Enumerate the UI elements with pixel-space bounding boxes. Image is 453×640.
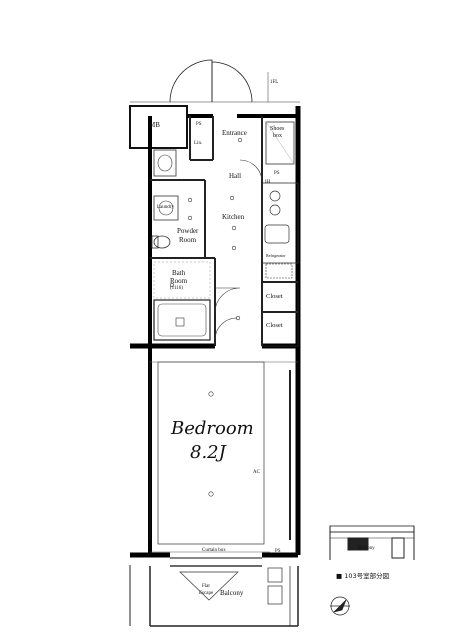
interior-doors xyxy=(204,159,263,341)
bath-wash-area xyxy=(153,261,211,299)
hall-label: Hall xyxy=(229,172,242,180)
bath-room-label-1: Bath xyxy=(172,269,186,277)
shoes-box xyxy=(265,121,295,165)
ps-hall-label: PS xyxy=(274,171,280,176)
flat-escape-label-2: Escape xyxy=(199,591,214,596)
key-map xyxy=(329,525,415,560)
powder-room-label-2: Room xyxy=(179,236,197,244)
bedroom-label-1: Bedroom xyxy=(171,418,254,439)
flat-escape-label-1: Flat xyxy=(202,584,210,589)
ps-top-label: PS xyxy=(196,122,202,127)
ac-label: AC xyxy=(253,470,260,475)
shoes-box-label-1: Shoes xyxy=(270,126,285,132)
lin-label: Lin. xyxy=(194,141,203,146)
washbasin xyxy=(153,149,177,177)
refrigerator-label: Refrigerator xyxy=(266,253,286,258)
kitchen-label: Kitchen xyxy=(222,213,245,221)
interior-walls xyxy=(150,116,298,346)
toilet xyxy=(153,235,171,249)
bath-room-label-3: (1116) xyxy=(170,286,183,291)
bath-room-label-2: Room xyxy=(170,277,188,285)
downlights xyxy=(169,137,243,497)
balcony-unit-2 xyxy=(267,585,283,605)
closet-2-label: Closet xyxy=(266,322,283,329)
mb-label: MB xyxy=(149,121,160,129)
key-map-balcony-label: Balcony xyxy=(358,546,375,551)
bathtub xyxy=(153,299,211,341)
bedroom-label-2: 8.2J xyxy=(190,442,226,463)
kitchen-counter xyxy=(261,182,299,264)
closet-1-label: Closet xyxy=(266,293,283,300)
balcony-unit-1 xyxy=(267,567,283,583)
powder-room-label-1: Powder xyxy=(177,227,199,235)
north-compass-icon xyxy=(330,596,350,616)
curtain-box-label: Curtain box xyxy=(202,548,226,553)
entrance-label: Entrance xyxy=(222,129,247,137)
refrigerator-space xyxy=(265,263,293,279)
ps-bottom-label: PS xyxy=(275,549,281,554)
laundry-label: Laundry xyxy=(157,205,174,210)
closet-2 xyxy=(261,311,299,347)
laundry-pan xyxy=(153,195,179,221)
fl-top-label: 1FL xyxy=(270,80,279,85)
mb-box xyxy=(129,105,188,149)
shoes-box-label-2: box xyxy=(273,133,282,139)
flat-escape-hatch xyxy=(179,571,239,601)
ih-label: IH xyxy=(265,180,271,185)
entrance-door-swing xyxy=(169,59,253,103)
balcony-outline xyxy=(129,565,299,627)
key-map-caption: ■ 103号室部分図 xyxy=(336,572,390,580)
balcony-label: Balcony xyxy=(220,589,244,597)
